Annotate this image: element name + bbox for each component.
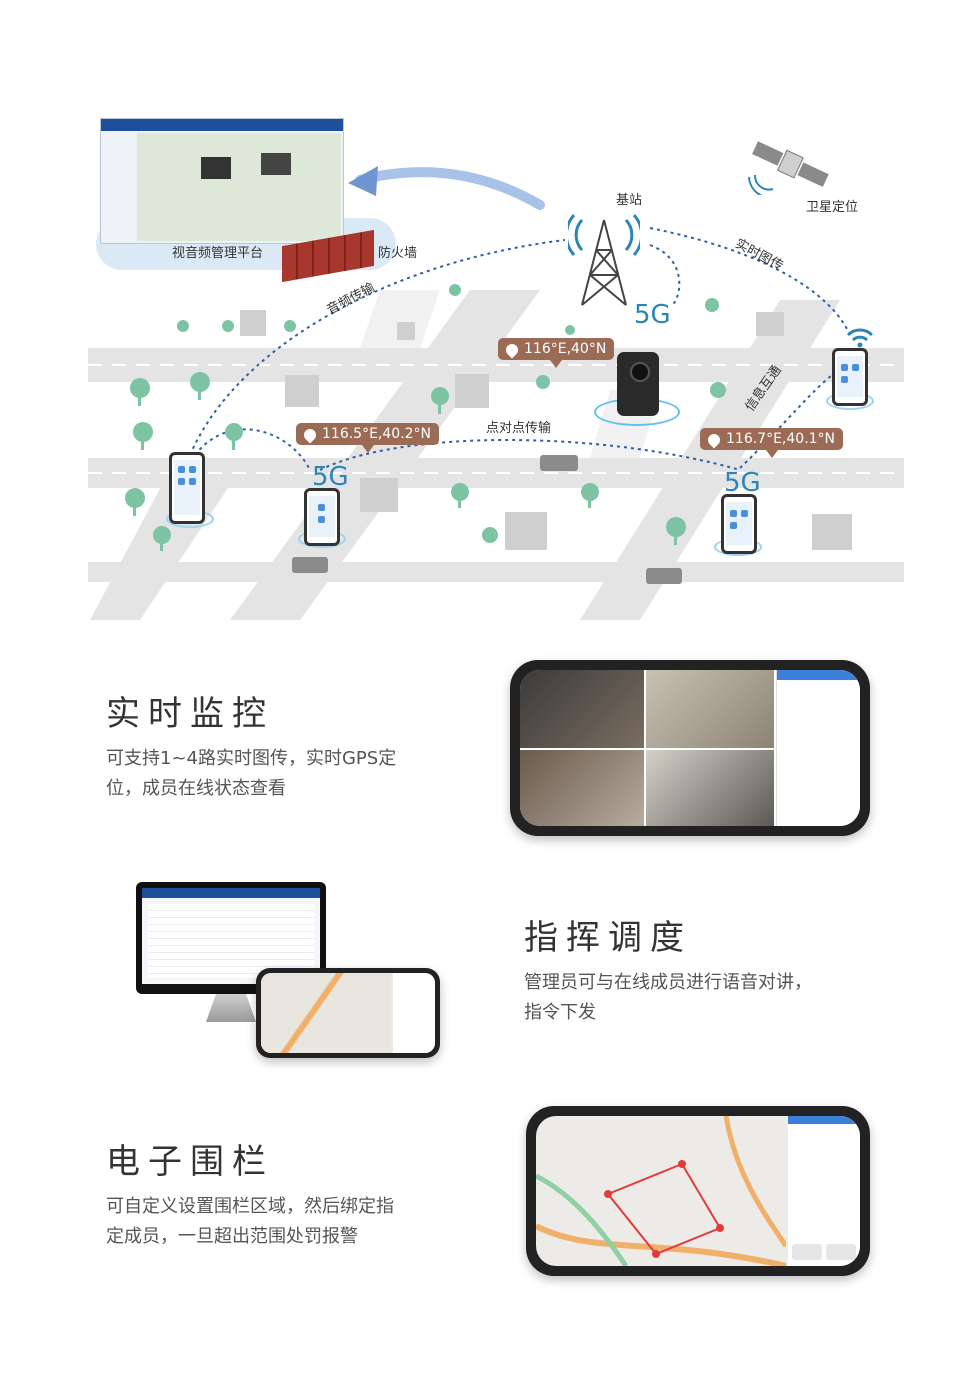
platform-screen-header — [101, 119, 343, 131]
platform-label: 视音频管理平台 — [172, 246, 264, 261]
platform-video-thumb-2 — [261, 153, 291, 175]
fence-confirm-button[interactable] — [792, 1244, 822, 1260]
network-diagram: 视音频管理平台 防火墙 基站 5G 卫星定位 音频传输 实时图传 信息互通 点对… — [0, 0, 980, 630]
monitor-phone — [510, 660, 870, 836]
fence-desc-line-2: 定成员，一旦超出范围处罚报警 — [106, 1226, 358, 1247]
g5-right-label: 5G — [724, 468, 761, 498]
dispatch-phone-screen — [261, 973, 435, 1053]
fence-phone-screen — [536, 1116, 860, 1266]
firewall-label: 防火墙 — [378, 246, 418, 261]
g5-main-label: 5G — [634, 300, 671, 330]
dispatch-monitor-header — [142, 888, 320, 898]
satellite-label: 卫星定位 — [806, 200, 859, 215]
fence-desc: 可自定义设置围栏区域，然后绑定指 定成员，一旦超出范围处罚报警 — [106, 1192, 394, 1252]
fence-cancel-button[interactable] — [826, 1244, 856, 1260]
satellite-icon — [748, 141, 829, 195]
platform-screen — [100, 118, 344, 244]
video-tile-4 — [646, 750, 774, 826]
phone-mid — [304, 488, 340, 546]
dispatch-desc-line-2: 指令下发 — [524, 1002, 596, 1023]
fence-phone — [526, 1106, 870, 1276]
p2p-transfer-label: 点对点传输 — [486, 421, 552, 436]
monitor-desc-line-1: 可支持1~4路实时图传，实时GPS定 — [106, 748, 397, 769]
video-tile-2 — [646, 670, 774, 748]
fence-side-header — [788, 1116, 860, 1124]
dispatch-table — [148, 904, 314, 978]
trees-decoration — [125, 284, 852, 584]
dispatch-monitor — [136, 882, 326, 994]
g5-left-label: 5G — [312, 462, 349, 492]
phone-right — [721, 494, 757, 554]
camera-lens-icon — [630, 362, 650, 382]
coord-pin-left: 116.5°E,40.2°N — [296, 423, 440, 453]
dispatch-desc-line-1: 管理员可与在线成员进行语音对讲， — [524, 972, 812, 993]
dispatch-side-panel — [393, 973, 435, 1053]
wifi-icon — [846, 328, 874, 348]
dispatch-map — [261, 973, 391, 1053]
monitor-phone-screen — [520, 670, 860, 826]
fence-map — [536, 1116, 786, 1266]
body-camera-device — [617, 352, 659, 416]
member-list-header — [777, 670, 860, 680]
coord-pin-center: 116°E,40°N — [498, 338, 615, 368]
dispatch-desc: 管理员可与在线成员进行语音对讲， 指令下发 — [524, 968, 812, 1028]
video-tile-1 — [520, 670, 644, 748]
phone-topright — [832, 348, 868, 406]
platform-video-thumb-1 — [201, 157, 231, 179]
monitor-title: 实时监控 — [106, 694, 274, 734]
monitor-desc: 可支持1~4路实时图传，实时GPS定 位，成员在线状态查看 — [106, 744, 396, 804]
video-tile-3 — [520, 750, 644, 826]
member-list-panel — [776, 670, 860, 826]
fence-title: 电子围栏 — [106, 1142, 274, 1182]
dispatch-title: 指挥调度 — [524, 918, 692, 958]
dispatch-phone — [256, 968, 440, 1058]
fence-desc-line-1: 可自定义设置围栏区域，然后绑定指 — [106, 1196, 394, 1217]
dispatch-monitor-screen — [142, 888, 320, 984]
base-station-label: 基站 — [616, 193, 643, 208]
coord-pin-right: 116.7°E,40.1°N — [700, 428, 844, 458]
dispatch-monitor-stand — [206, 994, 256, 1022]
base-station-tower-icon — [568, 214, 640, 306]
fence-side-panel — [788, 1116, 860, 1266]
phone-left — [169, 452, 205, 524]
platform-map — [137, 133, 341, 241]
monitor-desc-line-2: 位，成员在线状态查看 — [106, 778, 286, 799]
